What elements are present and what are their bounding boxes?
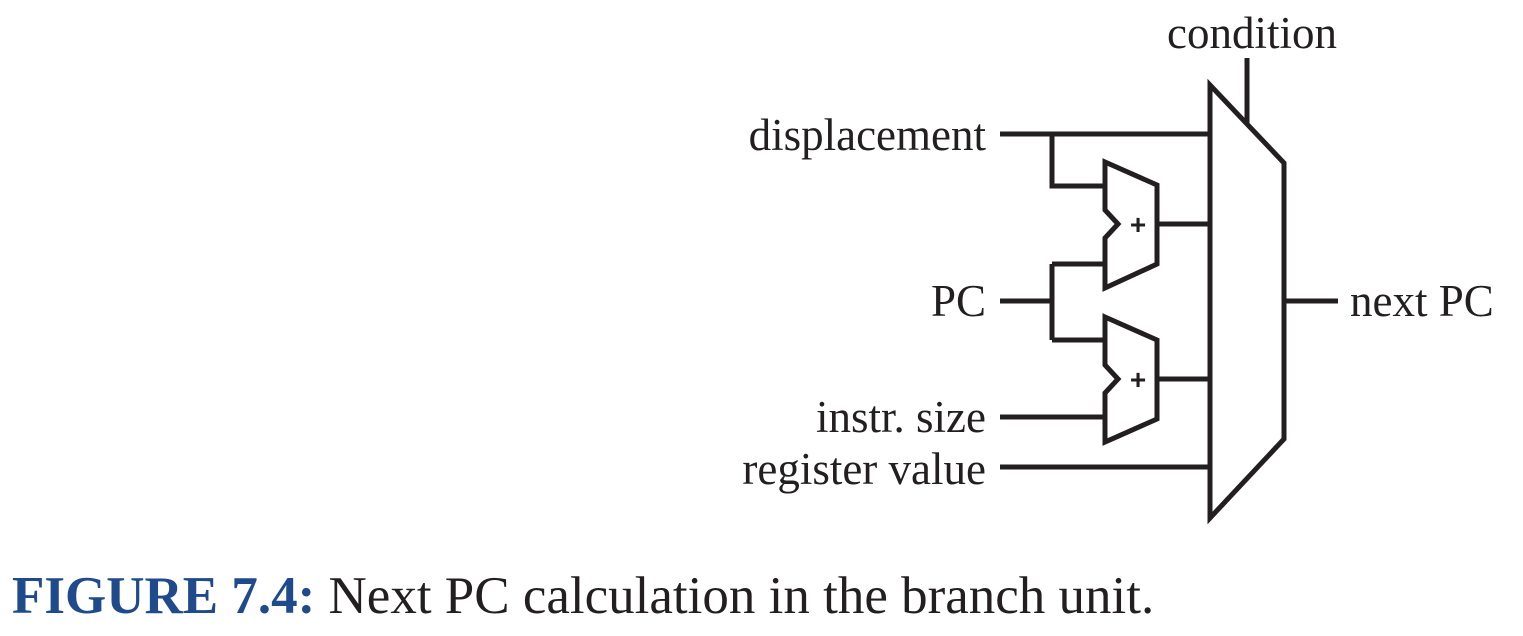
figure-caption-text: Next PC calculation in the branch unit. [315,567,1155,625]
figure-number: FIGURE 7.4: [12,567,316,625]
upper-adder-plus-sign: + [1130,209,1146,240]
condition-label: condition [1167,8,1337,58]
displacement-to-adder-wire [1049,134,1105,189]
upper-adder-shape [1102,158,1160,292]
lower-adder-plus-sign: + [1130,364,1146,395]
next-pc-multiplexer [1207,78,1287,525]
branch-unit-diagram: displacement PC instr. size register val… [742,8,1494,525]
lower-adder: + [1102,313,1160,446]
lower-adder-shape [1102,313,1160,446]
figure-caption: FIGURE 7.4: Next PC calculation in the b… [12,570,1154,623]
pc-label: PC [931,276,986,326]
next-pc-label: next PC [1350,276,1494,326]
wires [1000,58,1338,470]
upper-adder: + [1102,158,1160,292]
instr-size-label: instr. size [816,392,986,442]
displacement-label: displacement [749,110,987,160]
register-value-label: register value [742,444,986,494]
